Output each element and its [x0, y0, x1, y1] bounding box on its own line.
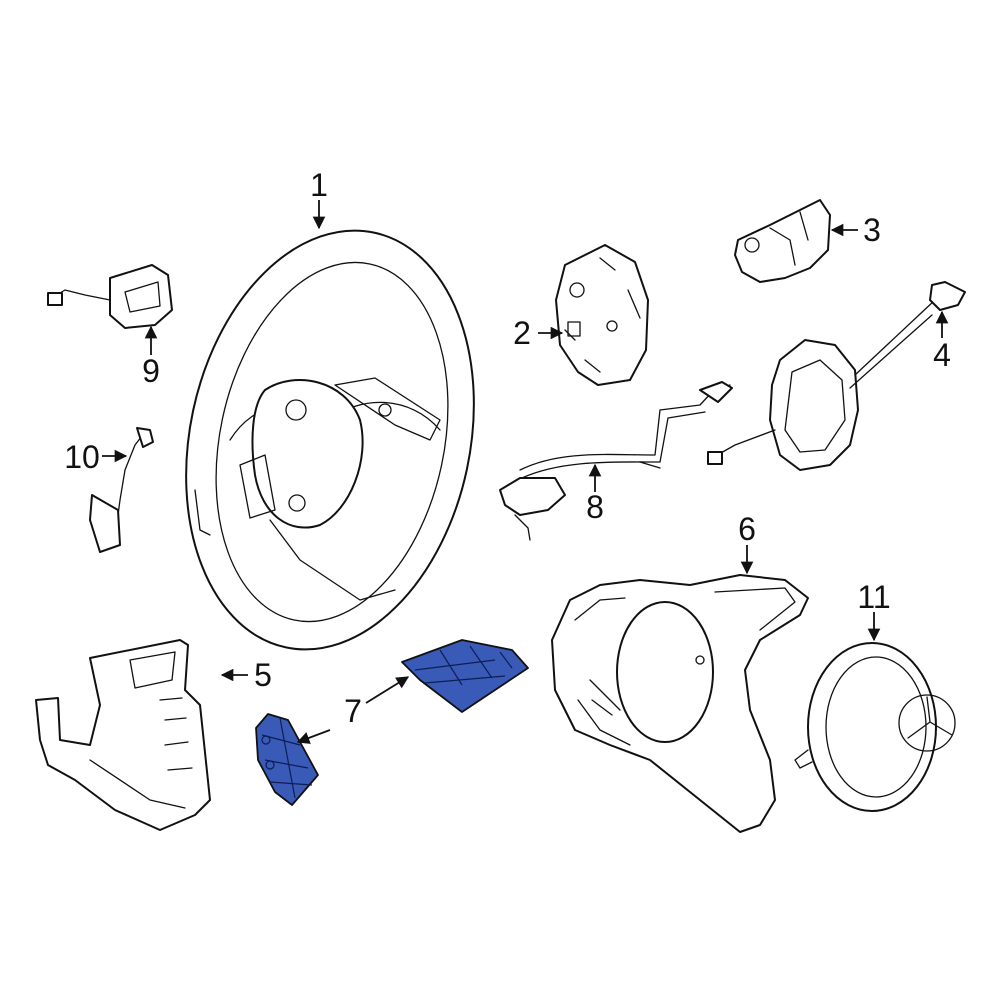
switch-panel-upper-part[interactable]	[401, 639, 529, 713]
leader-lines	[102, 200, 949, 744]
callout-9: 9	[142, 353, 160, 389]
switch-panel-lower-part[interactable]	[255, 713, 319, 806]
wiring-harness-part[interactable]	[499, 381, 733, 541]
callout-10: 10	[64, 439, 100, 475]
paddle-switch-part[interactable]	[47, 264, 173, 329]
lower-cover-part[interactable]	[35, 639, 211, 831]
callout-5: 5	[254, 657, 272, 693]
callout-2: 2	[513, 315, 531, 351]
callout-11: 11	[857, 579, 890, 615]
callout-3: 3	[863, 212, 881, 248]
callout-1: 1	[310, 167, 328, 203]
callout-6: 6	[738, 511, 756, 547]
callout-4: 4	[933, 337, 951, 373]
trim-bezel-part[interactable]	[551, 574, 809, 833]
paddle-wire-part[interactable]	[89, 427, 154, 553]
bracket-plate-part[interactable]	[555, 244, 649, 386]
callout-7: 7	[344, 693, 362, 729]
steering-wheel-part[interactable]	[149, 204, 511, 677]
switch-module-part[interactable]	[734, 199, 831, 283]
clock-spring-part[interactable]	[707, 281, 966, 471]
airbag-module-part[interactable]	[794, 642, 956, 812]
callout-8: 8	[586, 489, 604, 525]
